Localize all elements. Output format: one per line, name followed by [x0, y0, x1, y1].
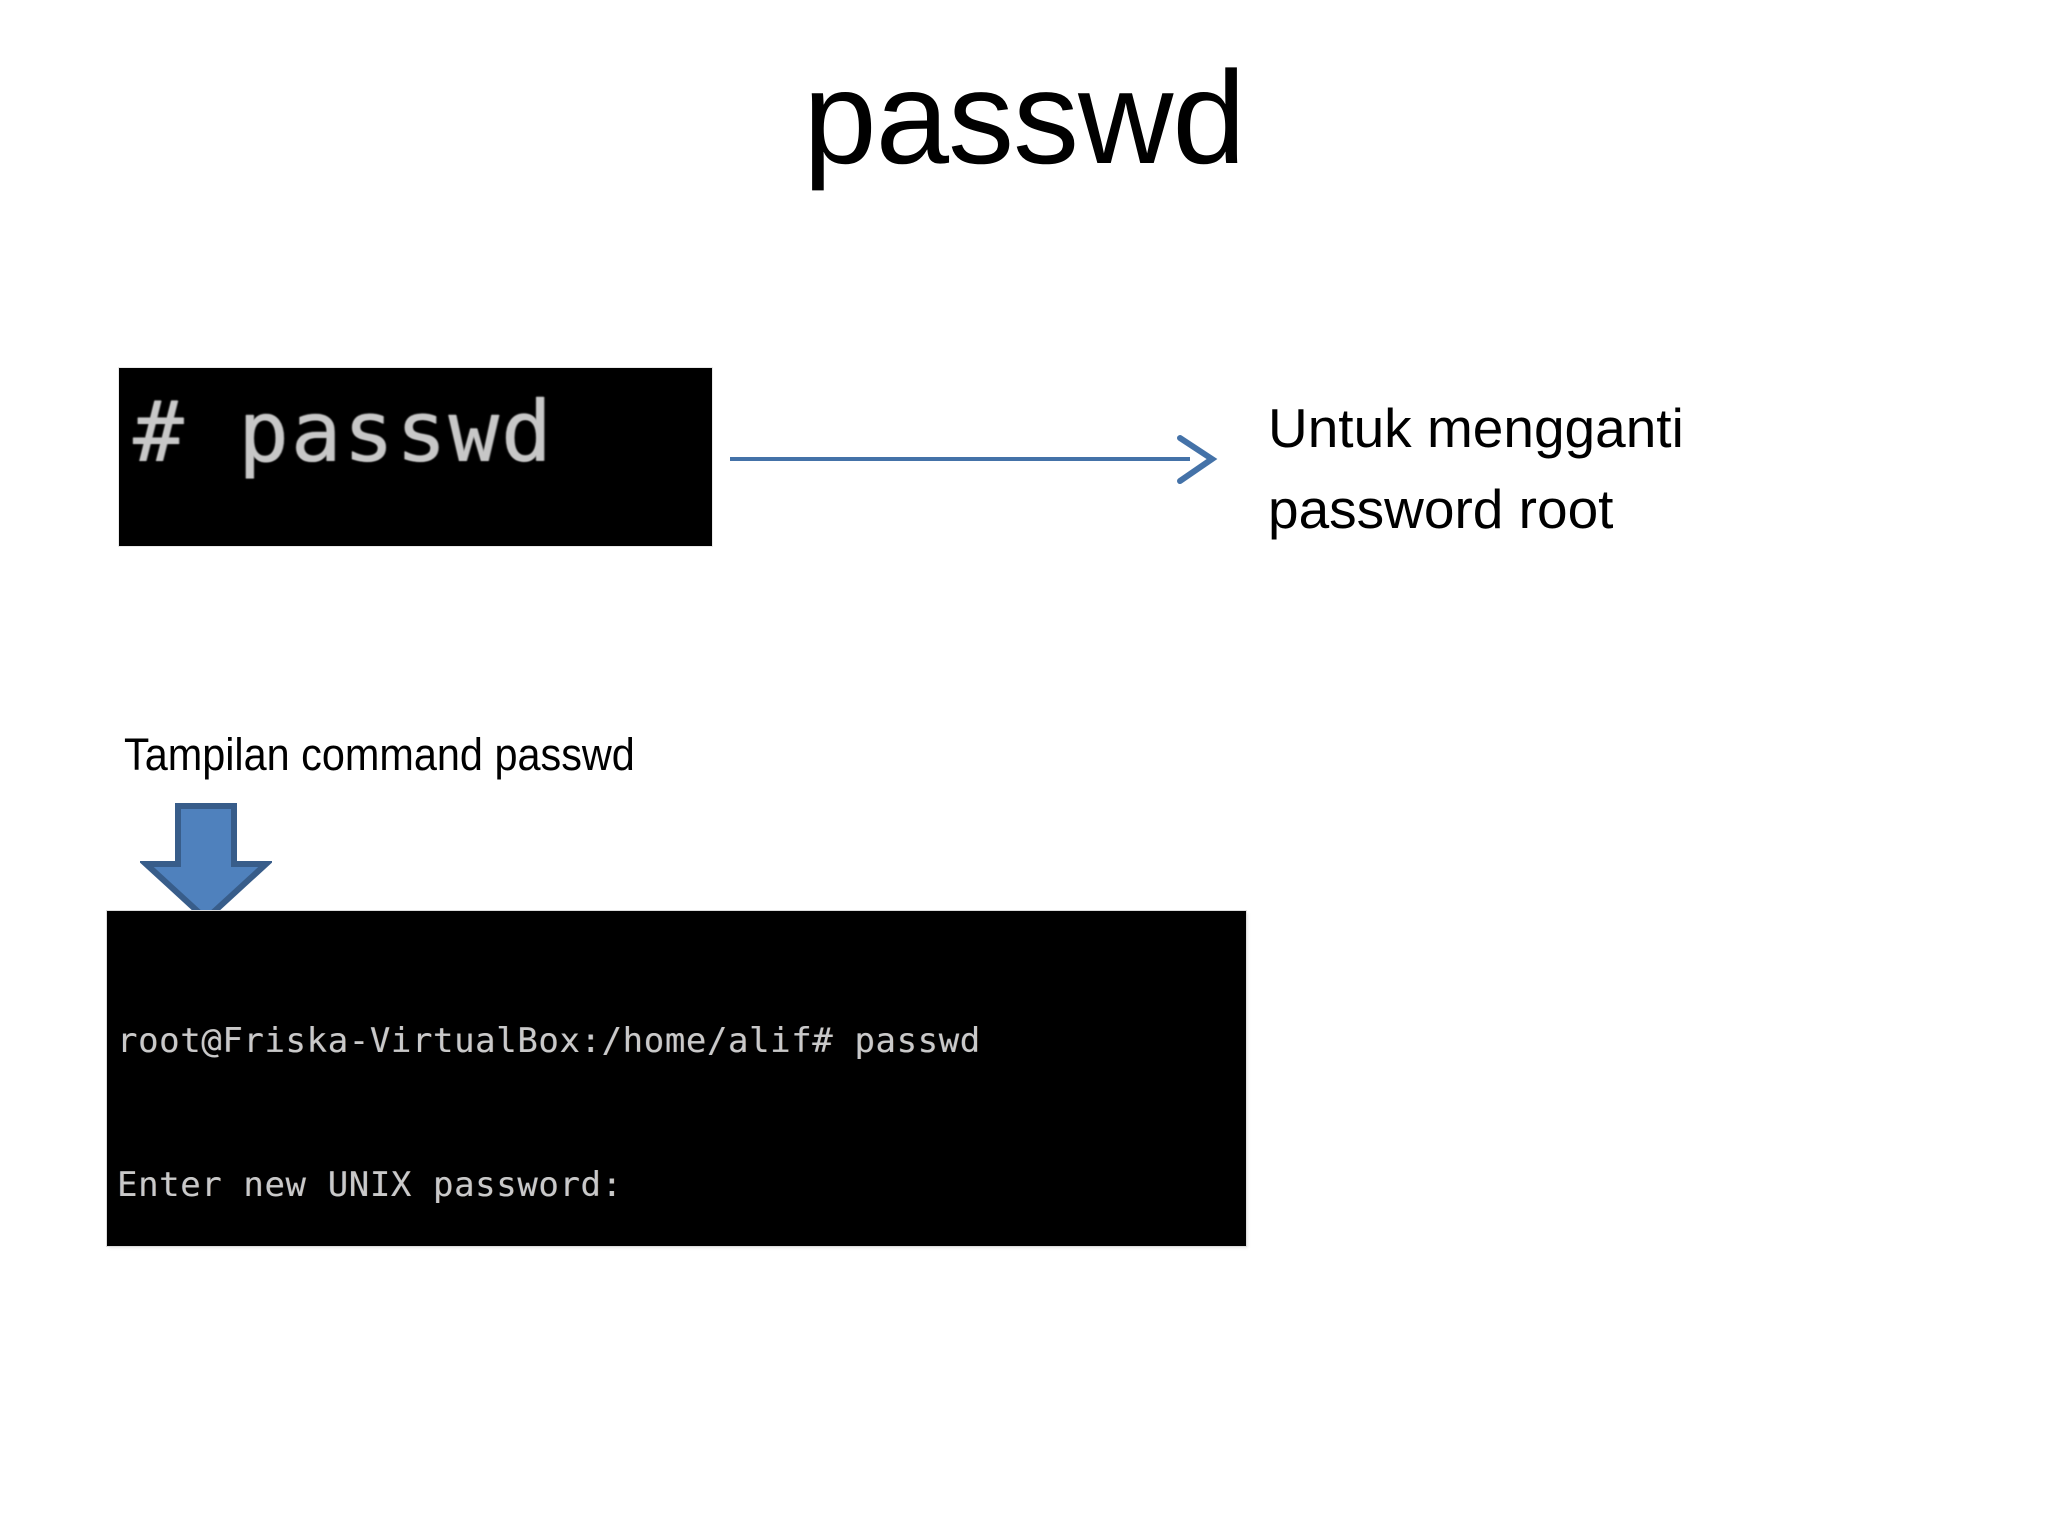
right-arrow — [728, 432, 1218, 488]
passwd-command-thumbnail: # passwd — [119, 368, 712, 546]
passwd-session-screenshot: root@Friska-VirtualBox:/home/alif# passw… — [107, 911, 1246, 1246]
terminal-line: Enter new UNIX password: — [117, 1165, 623, 1205]
right-arrow-icon — [730, 435, 1218, 484]
page-title: passwd — [803, 44, 1246, 191]
down-arrow — [138, 802, 274, 924]
terminal-line: root@Friska-VirtualBox:/home/alif# passw… — [117, 1021, 981, 1061]
down-arrow-icon — [138, 803, 274, 924]
passwd-command-text: # passwd — [133, 383, 554, 481]
terminal-caption: Tampilan command passwd — [124, 729, 635, 780]
description-line-1: Untuk mengganti — [1268, 397, 1684, 459]
description-line-2: password root — [1268, 478, 1614, 541]
terminal-output: root@Friska-VirtualBox:/home/alif# passw… — [117, 921, 981, 1246]
description-text: Untuk mengganti password root — [1268, 388, 1968, 551]
